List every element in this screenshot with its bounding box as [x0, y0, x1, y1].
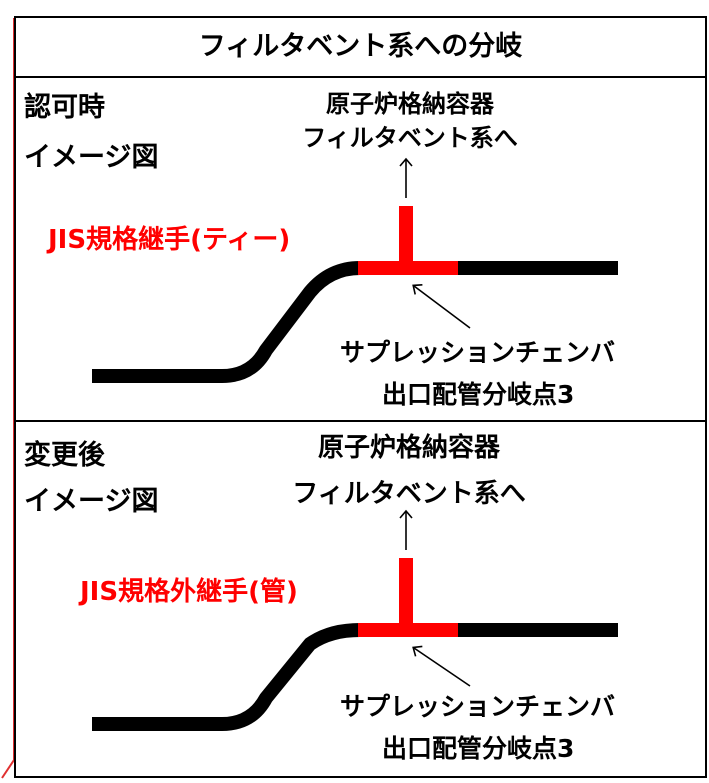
panel-heading-line2: イメージ図 — [24, 486, 159, 517]
source-arrow — [412, 645, 471, 687]
destination-label-line2: フィルタベント系へ — [292, 479, 526, 509]
destination-label-line2: フィルタベント系へ — [302, 124, 518, 152]
panel-heading-line1: 認可時 — [24, 92, 105, 123]
figure-frame — [14, 16, 707, 778]
fitting-label: JIS規格継手(ティー) — [48, 225, 291, 255]
pipe-fitting-branch — [399, 558, 413, 630]
source-label-line1: サプレッションチェンバ — [340, 338, 616, 367]
source-label-line2: 出口配管分岐点3 — [382, 380, 575, 409]
source-label-line2: 出口配管分岐点3 — [382, 734, 575, 763]
panel-divider — [14, 420, 707, 422]
destination-label-line1: 原子炉格納容器 — [317, 433, 500, 463]
source-label-line1: サプレッションチェンバ — [340, 692, 616, 721]
panel-heading-line2: イメージ図 — [24, 142, 159, 173]
title-divider — [14, 76, 707, 78]
figure-title: フィルタベント系への分岐 — [198, 31, 523, 62]
source-arrow — [412, 284, 471, 329]
panel-heading-line1: 変更後 — [24, 440, 105, 471]
tee-fitting-branch — [399, 206, 413, 268]
pipe-line — [92, 261, 618, 383]
fitting-label: JIS規格外継手(管) — [80, 577, 298, 607]
destination-label-line1: 原子炉格納容器 — [326, 90, 494, 118]
pipe-line — [92, 623, 618, 731]
